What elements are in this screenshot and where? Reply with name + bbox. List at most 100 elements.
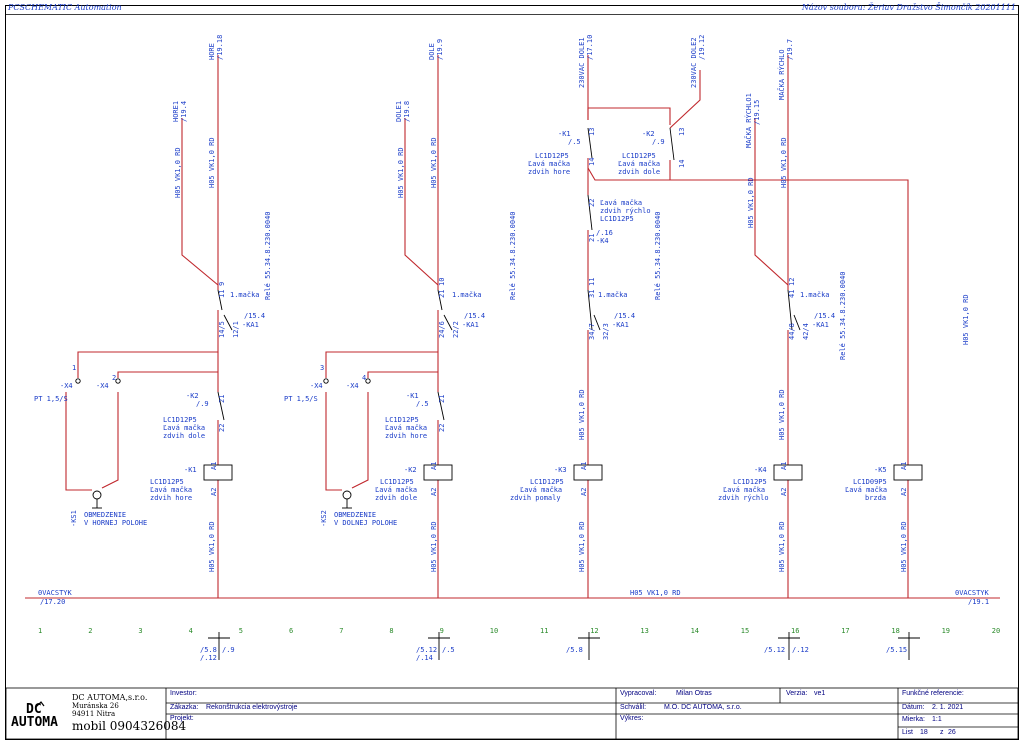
contact-ref: /.16 [596,229,613,237]
bus-label-right: 0VACSTYK [955,589,990,597]
pin: 22 [438,424,446,432]
column-number: 20 [992,627,1000,635]
terminal-pin: 3 [320,364,324,372]
limit-switch-text: V HORNEJ POLOHE [84,519,147,527]
cable-label: H05 VK1,0 RD [430,521,438,572]
terminal-type: PT 1,5/S [34,395,68,403]
header-left: PCSCHEMATIC Automation [8,3,122,12]
limit-switch-text: V DOLNEJ POLOHE [334,519,397,527]
terminal-pin: 1 [72,364,76,372]
relay-tag: -KA1 [812,321,829,329]
contact-desc: zdvih hore [385,432,427,440]
contact-type: LC1D12P5 [385,416,419,424]
title-block-lines [5,687,1019,740]
relay-tag: -KA1 [612,321,629,329]
sheet-frame [5,5,1019,740]
contact-desc: zdvih hore [528,168,570,176]
label-230vac-dole2: 230VAC DOLE2 [690,37,698,88]
contact-desc: Ľavá mačka [528,160,570,168]
contact-desc: zdvih dole [163,432,205,440]
cable-label-bus: H05 VK1,0 RD [630,589,681,597]
svg-text:A2: A2 [780,488,788,496]
mierka-label: Mierka: [902,716,925,723]
bus-ref-left: /17.20 [40,598,65,606]
svg-text:A2: A2 [580,488,588,496]
relay-label: 1.mačka [800,291,830,299]
contact-desc: zdvih rýchlo [600,207,651,215]
zakazka-label: Zákazka: [170,704,199,711]
svg-text:/.12: /.12 [792,646,809,654]
z-label: z [940,729,944,736]
limit-switch-ks2 [342,490,352,500]
pin: 11 [588,278,596,286]
cable-label: H05 VK1,0 RD [778,389,786,440]
company-logo: DC AUTOMA [11,701,58,730]
pin: 32/3 [602,323,610,340]
company-mobile: mobil 0904326084 [72,719,187,733]
datum-value: 2. 1. 2021 [932,704,964,711]
svg-text:LC1D12P5: LC1D12P5 [530,478,564,486]
relay-code: Relé 55.34.8.230.0040 [509,211,517,300]
coil-pin-labels: A1 A2 A1 A2 A1 A2 A1 A2 A1 A2 [210,462,908,496]
svg-text:LC1D12P5: LC1D12P5 [380,478,414,486]
wires [25,55,1000,599]
svg-text:A1: A1 [780,462,788,470]
pin: 21 [218,395,226,403]
limit-switch-tag: -KS2 [320,510,328,527]
pin: 14 [678,160,686,168]
z-value: 26 [948,729,956,736]
column-number: 19 [942,627,950,635]
relay-tag: -KA1 [462,321,479,329]
column-number: 2 [88,627,92,635]
relay-tag: -KA1 [242,321,259,329]
wire-hore1 [181,118,219,286]
contact-desc: Ľavá mačka [163,424,205,432]
schvalil-label: Schválil: [620,704,647,711]
terminal-tag: -X4 [96,382,109,390]
svg-text:AUTOMA: AUTOMA [11,715,58,730]
pin: 44/8 [788,323,796,340]
label-macka-rychlo: MAČKA RÝCHLO [777,49,786,100]
pin: 11 [218,290,226,298]
ref-macka-rychlo1: /19.15 [753,100,761,125]
terminal-pin: 4 [362,374,366,382]
pin: 9 [218,282,226,286]
company-name: DC AUTOMA,s.r.o. [72,693,148,702]
label-230vac-dole1: 230VAC DOLE1 [578,37,586,88]
coil-k5 [893,464,923,481]
list-label: List [902,729,913,736]
terminal-x4-3 [323,378,329,384]
ref-dole: /19.9 [436,39,444,60]
contact-tag: -K1 [406,392,419,400]
relay-ref: /15.4 [244,312,265,320]
svg-text:A2: A2 [900,488,908,496]
header-right: Názov souboru: Žeriav Družstvo Šimončík … [801,3,1016,12]
relay-ref: /15.4 [814,312,835,320]
cable-label: H05 VK1,0 RD [208,521,216,572]
limit-switch-tag: -KS1 [70,510,78,527]
terminal-x4-2 [115,378,121,384]
column-number: 15 [741,627,749,635]
cable-label: H05 VK1,0 RD [208,137,216,188]
coil-k2 [423,464,453,481]
cable-label: H05 VK1,0 RD [900,521,908,572]
svg-text:-K4: -K4 [754,466,767,474]
label-macka-rychlo1: MAČKA RÝCHLO1 [744,93,753,148]
vypracoval-label: Vypracoval: [620,690,657,697]
cross-reference-labels: /5.8 /.12 /.9 /5.12 /.14 /.5 /5.8 /5.12 … [200,646,907,662]
relay-ref: /15.4 [464,312,485,320]
contact-ref: /.9 [196,400,209,408]
label-hore1: HORE1 [172,101,180,122]
coil-k3 [573,464,603,481]
pin: 14 [588,158,596,166]
contact-tag: -K4 [596,237,609,245]
contact-desc: zdvih dole [618,168,660,176]
terminal-tag: -X4 [346,382,359,390]
pin: 21 [588,234,596,242]
column-number: 10 [490,627,498,635]
column-number: 5 [239,627,243,635]
svg-text:A1: A1 [430,462,438,470]
svg-text:Ľavá mačka: Ľavá mačka [375,486,417,494]
terminal-tag: -X4 [310,382,323,390]
svg-text:zdvih hore: zdvih hore [150,494,192,502]
